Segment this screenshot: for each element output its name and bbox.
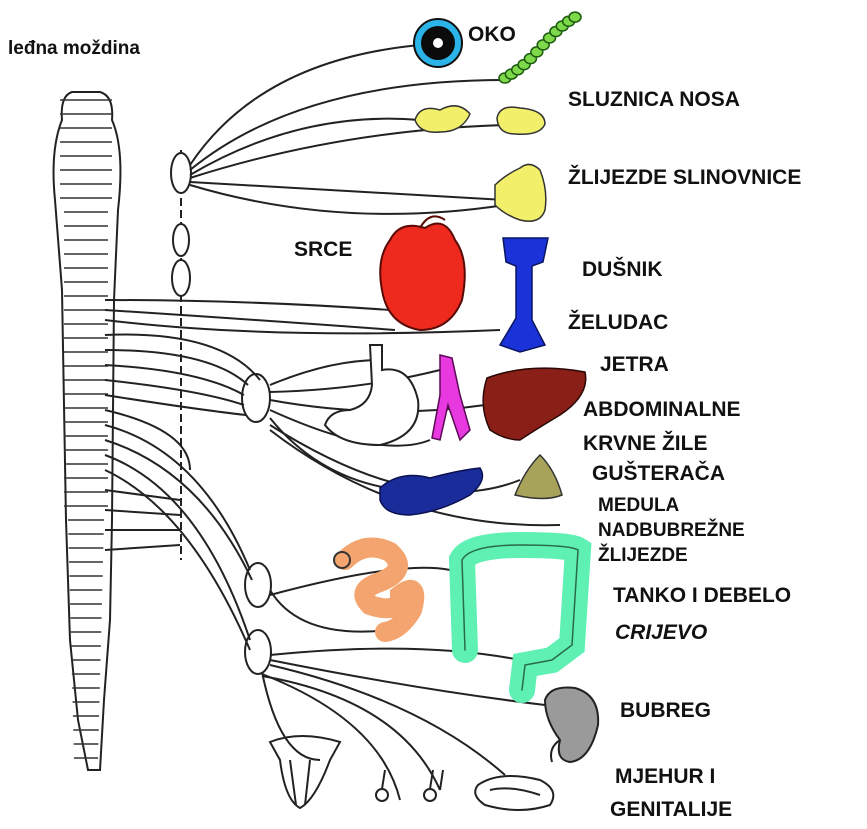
liver-icon [483,368,586,440]
ganglion-stellate [172,260,190,296]
kidney-icon [545,688,598,763]
pancreas-icon [380,468,482,515]
label-medula: MEDULA [598,496,679,515]
label-srce: SRCE [294,239,352,260]
trachea-icon [500,238,548,352]
label-genitalije: GENITALIJE [610,799,732,820]
label-crijevo: CRIJEVO [615,622,707,643]
adrenal-gland-icon [515,455,562,499]
label-sluznica-nosa: SLUZNICA NOSA [568,89,740,110]
label-zlijezde-slinovnice: ŽLIJEZDE SLINOVNICE [568,167,801,188]
ganglion-superior-cervical [171,153,191,193]
small-intestine-icon [334,548,414,633]
eye-icon [414,19,462,67]
label-abdominalne: ABDOMINALNE [583,399,741,420]
label-mjehur: MJEHUR I [615,766,715,787]
label-bubreg: BUBREG [620,700,711,721]
nasal-bead [569,12,581,22]
label-tanko-debelo: TANKO I DEBELO [613,585,791,606]
label-krvne-zile: KRVNE ŽILE [583,433,707,454]
label-jetra: JETRA [600,354,669,375]
label-oko: OKO [468,24,516,45]
ganglion-middle-cervical [173,224,189,256]
stomach-icon [325,345,418,445]
nasal-glands-icon [415,106,545,134]
abdominal-vessels-icon [432,355,470,440]
salivary-gland-icon [495,164,546,221]
label-zeludac: ŽELUDAC [568,312,668,333]
label-dusnik: DUŠNIK [582,259,663,280]
heart-icon [380,216,465,330]
label-gusteraca: GUŠTERAČA [592,463,725,484]
spinal-cord [54,92,121,770]
label-nadbubrezne: NADBUBREŽNE [598,521,745,540]
large-intestine-icon [462,545,578,690]
ganglion-celiac [242,374,270,422]
label-zlijezde: ŽLIJEZDE [598,546,688,565]
